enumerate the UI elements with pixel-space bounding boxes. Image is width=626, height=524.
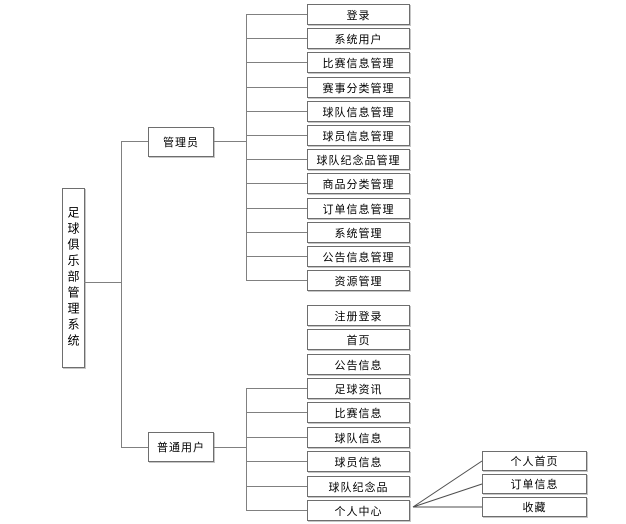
admin-feature-node: 球队信息管理 [307, 101, 410, 122]
personal-feature-node: 个人首页 [482, 451, 587, 471]
connector-line [246, 135, 307, 136]
connector-line [246, 14, 247, 281]
root-node: 足球俱乐部管理系统 [62, 188, 85, 368]
connector-line [246, 232, 307, 233]
connector-line [246, 280, 307, 281]
user-feature-node: 公告信息 [307, 354, 410, 375]
personal-feature-node: 订单信息 [482, 474, 587, 494]
connector-line [246, 183, 307, 184]
admin-feature-node: 资源管理 [307, 270, 410, 291]
connector-line [246, 38, 307, 39]
connector-line [121, 447, 148, 448]
connector-line [412, 483, 483, 508]
user-feature-node: 球队信息 [307, 427, 410, 448]
connector-line [246, 486, 307, 487]
admin-feature-node: 订单信息管理 [307, 198, 410, 219]
connector-line [246, 412, 307, 413]
admin-feature-node: 系统用户 [307, 28, 410, 49]
admin-feature-node: 登录 [307, 4, 410, 25]
connector-line [246, 388, 307, 389]
user-feature-node: 球队纪念品 [307, 476, 410, 497]
admin-feature-node: 球员信息管理 [307, 125, 410, 146]
admin-feature-node: 系统管理 [307, 222, 410, 243]
connector-line [84, 282, 122, 283]
user-feature-node: 首页 [307, 329, 410, 350]
connector-line [214, 447, 246, 448]
connector-line [214, 141, 246, 142]
connector-line [246, 461, 307, 462]
connector-line [412, 460, 483, 508]
admin-feature-node: 公告信息管理 [307, 246, 410, 267]
connector-line [246, 111, 307, 112]
user-feature-node: 足球资讯 [307, 378, 410, 399]
connector-line [121, 141, 122, 448]
admin-node: 管理员 [148, 127, 214, 157]
fan-connector [412, 460, 483, 508]
connector-line [246, 14, 307, 15]
connector-line [246, 437, 307, 438]
connector-line [121, 141, 148, 142]
connector-line [246, 159, 307, 160]
connector-line [246, 87, 307, 88]
user-feature-node: 个人中心 [307, 500, 410, 521]
user-node: 普通用户 [148, 432, 214, 462]
admin-feature-node: 比赛信息管理 [307, 52, 410, 73]
admin-feature-node: 球队纪念品管理 [307, 149, 410, 170]
connector-line [246, 256, 307, 257]
user-feature-node: 注册登录 [307, 305, 410, 326]
connector-line [246, 510, 307, 511]
user-feature-node: 球员信息 [307, 451, 410, 472]
admin-feature-node: 商品分类管理 [307, 173, 410, 194]
connector-line [246, 62, 307, 63]
personal-feature-node: 收藏 [482, 497, 587, 517]
user-feature-node: 比赛信息 [307, 402, 410, 423]
connector-line [246, 208, 307, 209]
connector-line [246, 388, 247, 511]
admin-feature-node: 赛事分类管理 [307, 77, 410, 98]
